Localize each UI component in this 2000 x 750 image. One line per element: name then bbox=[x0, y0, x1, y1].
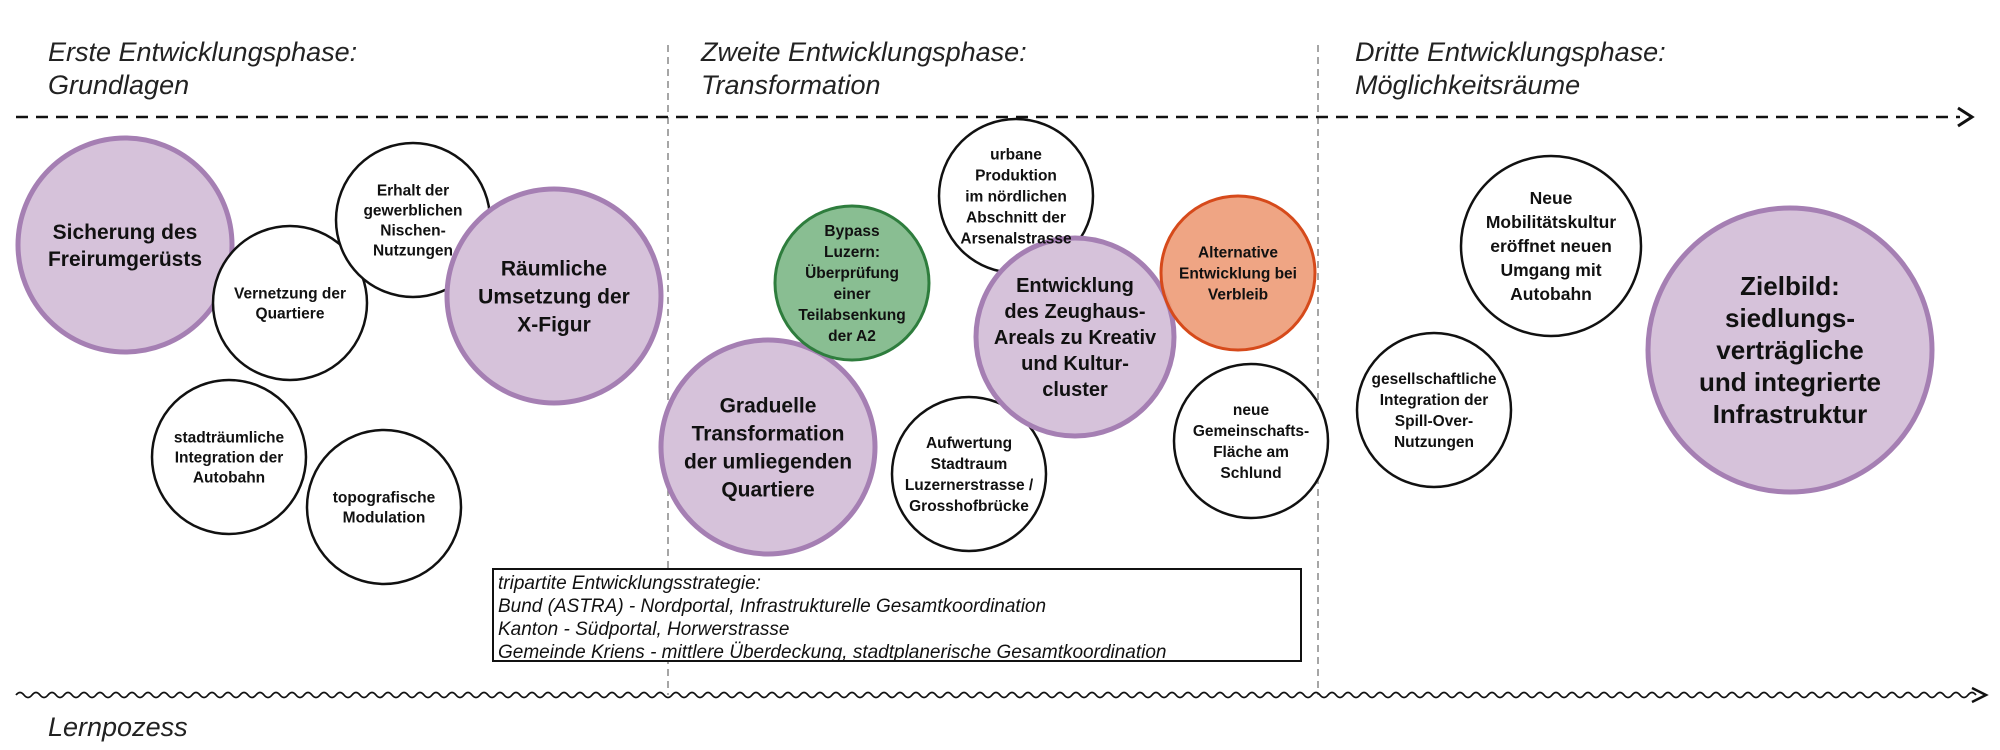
node-label-urbane-line-3: im nördlichen bbox=[965, 188, 1067, 205]
phase-1-title: Erste Entwicklungsphase: Grundlagen bbox=[48, 36, 357, 102]
node-label-erhalt-line-3: Nischen- bbox=[380, 222, 445, 239]
node-label-erhalt-line-1: Erhalt der bbox=[377, 182, 449, 199]
node-label-zielbild-line-2: siedlungs- bbox=[1725, 303, 1855, 333]
node-label-graduelle-line-1: Graduelle bbox=[720, 394, 817, 417]
node-label-zielbild-line-5: Infrastruktur bbox=[1713, 399, 1868, 429]
node-label-sicherung-line-1: Sicherung des bbox=[53, 221, 198, 244]
phase-1-title-line2: Grundlagen bbox=[48, 70, 190, 100]
node-label-graduelle-line-3: der umliegenden bbox=[684, 450, 852, 473]
phase-3-title-line1: Dritte Entwicklungsphase: bbox=[1355, 37, 1666, 67]
node-circle-sicherung bbox=[15, 135, 235, 355]
node-label-raeumliche-line-1: Räumliche bbox=[501, 257, 607, 280]
node-label-zielbild-line-1: Zielbild: bbox=[1740, 271, 1840, 301]
strategy-box: tripartite Entwicklungsstrategie: Bund (… bbox=[492, 568, 1302, 663]
strategy-line-2: Bund (ASTRA) - Nordportal, Infrastruktur… bbox=[498, 596, 1047, 617]
node-label-zeughaus-line-1: Entwicklung bbox=[1016, 275, 1134, 297]
node-label-raeumliche-line-3: X-Figur bbox=[517, 313, 591, 336]
node-circle-zielbild bbox=[1645, 205, 1935, 495]
node-circle-alternative bbox=[1159, 194, 1317, 352]
node-label-urbane-line-1: urbane bbox=[990, 146, 1042, 163]
node-label-urbane-line-5: Arsenalstrasse bbox=[960, 230, 1072, 247]
phase-2-title-line1: Zweite Entwicklungsphase: bbox=[701, 37, 1027, 67]
phase-2-title: Zweite Entwicklungsphase: Transformation bbox=[701, 36, 1027, 102]
node-label-stadtraeumliche-line-2: Integration der bbox=[175, 449, 284, 466]
node-label-urbane-line-2: Produktion bbox=[975, 167, 1057, 184]
node-label-zeughaus-line-5: cluster bbox=[1042, 379, 1108, 401]
node-label-sicherung-line-2: Freirumgerüsts bbox=[48, 248, 202, 271]
node-label-stadtraeumliche-line-3: Autobahn bbox=[193, 469, 265, 486]
node-circle-zeughaus bbox=[973, 235, 1177, 439]
node-label-zeughaus-line-4: und Kultur- bbox=[1021, 353, 1129, 375]
node-circle-graduelle bbox=[658, 337, 878, 557]
node-label-raeumliche-line-2: Umsetzung der bbox=[478, 285, 630, 308]
node-label-spillover-line-2: Integration der bbox=[1380, 392, 1489, 409]
node-circle-vernetzung bbox=[211, 224, 369, 382]
node-label-zielbild-line-3: verträgliche bbox=[1716, 335, 1863, 365]
node-label-topografische-line-1: topografische bbox=[333, 489, 436, 506]
node-label-zielbild-line-4: und integrierte bbox=[1699, 367, 1881, 397]
node-label-mobilitaet-line-2: Mobilitätskultur bbox=[1486, 212, 1616, 232]
node-label-bypass-line-2: Luzern: bbox=[824, 244, 880, 261]
node-label-spillover-line-3: Spill-Over- bbox=[1395, 413, 1473, 430]
node-label-mobilitaet-line-4: Umgang mit bbox=[1500, 260, 1601, 280]
node-label-erhalt-line-2: gewerblichen bbox=[363, 202, 462, 219]
node-circle-spillover bbox=[1355, 331, 1513, 489]
node-label-alternative-line-1: Alternative bbox=[1198, 244, 1278, 261]
node-label-graduelle-line-2: Transformation bbox=[692, 422, 845, 445]
node-label-gemeinschaft-line-3: Fläche am bbox=[1213, 444, 1289, 461]
node-label-graduelle-line-4: Quartiere bbox=[721, 478, 814, 501]
node-label-alternative-line-3: Verbleib bbox=[1208, 286, 1268, 303]
node-label-aufwertung-line-1: Aufwertung bbox=[926, 435, 1012, 452]
phase-1-title-line1: Erste Entwicklungsphase: bbox=[48, 37, 358, 67]
node-label-urbane-line-4: Abschnitt der bbox=[966, 209, 1066, 226]
phase-3-title: Dritte Entwicklungsphase: Möglichkeitsrä… bbox=[1355, 36, 1666, 102]
node-circle-mobilitaet bbox=[1459, 154, 1643, 338]
timeline-arrow-head bbox=[1957, 106, 1975, 128]
node-label-spillover-line-4: Nutzungen bbox=[1394, 434, 1474, 451]
node-label-vernetzung-line-2: Quartiere bbox=[256, 305, 325, 322]
node-label-aufwertung-line-4: Grosshofbrücke bbox=[909, 498, 1029, 515]
node-label-aufwertung-line-3: Luzernerstrasse / bbox=[905, 477, 1034, 494]
node-label-zeughaus-line-2: des Zeughaus- bbox=[1004, 301, 1145, 323]
node-label-alternative-line-2: Entwicklung bei bbox=[1179, 265, 1297, 282]
node-label-mobilitaet-line-1: Neue bbox=[1530, 188, 1573, 208]
node-label-spillover-line-1: gesellschaftliche bbox=[1372, 371, 1497, 388]
node-label-bypass-line-1: Bypass bbox=[824, 223, 879, 240]
node-label-gemeinschaft-line-1: neue bbox=[1233, 402, 1270, 419]
node-label-vernetzung-line-1: Vernetzung der bbox=[234, 285, 346, 302]
node-label-zeughaus-line-3: Areals zu Kreativ bbox=[994, 327, 1157, 349]
node-label-stadtraeumliche-line-1: stadträumliche bbox=[174, 429, 285, 446]
strategy-line-1: tripartite Entwicklungsstrategie: bbox=[498, 573, 761, 594]
strategy-line-4: Gemeinde Kriens - mittlere Überdeckung, … bbox=[498, 642, 1167, 663]
node-label-topografische-line-2: Modulation bbox=[343, 509, 426, 526]
learning-wave-line bbox=[15, 691, 1977, 699]
node-circle-bypass bbox=[773, 204, 931, 362]
node-circle-aufwertung bbox=[890, 395, 1048, 553]
strategy-line-3: Kanton - Südportal, Horwerstrasse bbox=[498, 619, 790, 640]
node-label-bypass-line-4: einer bbox=[833, 286, 870, 303]
node-circle-topografische bbox=[305, 428, 463, 586]
node-circle-gemeinschaft bbox=[1172, 362, 1330, 520]
node-circles bbox=[15, 117, 1935, 586]
node-label-bypass-line-3: Überprüfung bbox=[805, 265, 899, 282]
phase-3-title-line2: Möglichkeitsräume bbox=[1355, 70, 1581, 100]
node-circle-raeumliche bbox=[444, 186, 664, 406]
node-label-mobilitaet-line-5: Autobahn bbox=[1510, 284, 1592, 304]
node-label-gemeinschaft-line-2: Gemeinschafts- bbox=[1193, 423, 1309, 440]
node-label-bypass-line-5: Teilabsenkung bbox=[798, 307, 905, 324]
learning-arrow-head bbox=[1971, 686, 1989, 704]
node-label-aufwertung-line-2: Stadtraum bbox=[931, 456, 1008, 473]
learning-process-label: Lernpozess bbox=[48, 712, 188, 742]
node-label-mobilitaet-line-3: eröffnet neuen bbox=[1490, 236, 1612, 256]
node-circle-stadtraeumliche bbox=[150, 378, 308, 536]
node-label-bypass-line-6: der A2 bbox=[828, 328, 876, 345]
node-label-gemeinschaft-line-4: Schlund bbox=[1220, 465, 1281, 482]
node-label-erhalt-line-4: Nutzungen bbox=[373, 242, 453, 259]
phase-2-title-line2: Transformation bbox=[701, 70, 881, 100]
